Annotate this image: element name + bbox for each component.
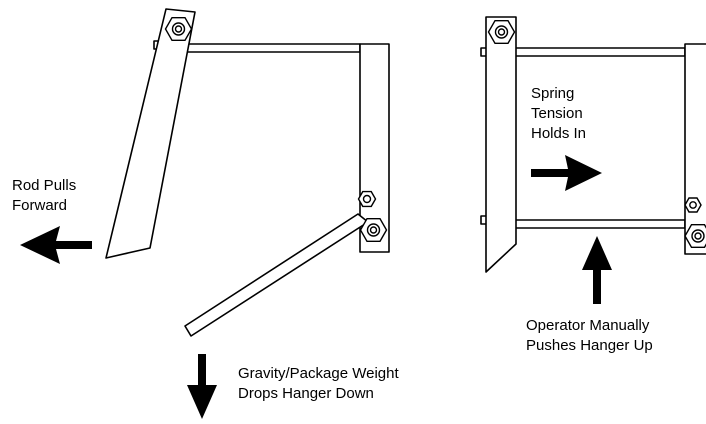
hex-nut-icon — [359, 217, 388, 243]
right-panel-held-state: Spring Tension Holds In Operator Manuall… — [480, 16, 706, 354]
hex-nut-icon — [164, 17, 193, 41]
held-hanger-plate — [485, 16, 517, 273]
hex-nut-icon — [684, 197, 702, 213]
right-bottom-rod — [514, 219, 686, 229]
gravity-label-line1: Gravity/Package Weight — [238, 365, 399, 382]
left-vertical-bracket — [359, 43, 390, 253]
arrow-right-icon — [531, 155, 602, 191]
gravity-label-line2: Drops Hanger Down — [238, 385, 374, 402]
rod-pulls-label-line2: Forward — [12, 197, 67, 214]
rod-pulls-label-line1: Rod Pulls — [12, 177, 76, 194]
left-top-rod — [184, 43, 361, 53]
spring-label-line1: Spring — [531, 85, 574, 102]
hex-nut-icon — [487, 20, 516, 44]
spring-label-line2: Tension — [531, 105, 583, 122]
right-top-rod — [514, 47, 686, 57]
hex-nut-icon — [684, 223, 706, 249]
left-panel-released-state: Rod Pulls Forward Gravity/Package Weight… — [12, 8, 399, 419]
tilted-hanger-plate — [105, 8, 196, 259]
arrow-up-icon — [582, 236, 612, 304]
arrow-down-icon — [187, 354, 217, 419]
arrow-left-icon — [20, 226, 92, 264]
operator-label-line1: Operator Manually — [526, 317, 650, 334]
right-vertical-bracket — [684, 43, 706, 255]
spring-label-line3: Holds In — [531, 125, 586, 142]
hex-nut-icon — [357, 190, 377, 208]
dropped-hanger-bar — [184, 213, 369, 337]
operator-label-line2: Pushes Hanger Up — [526, 337, 653, 354]
